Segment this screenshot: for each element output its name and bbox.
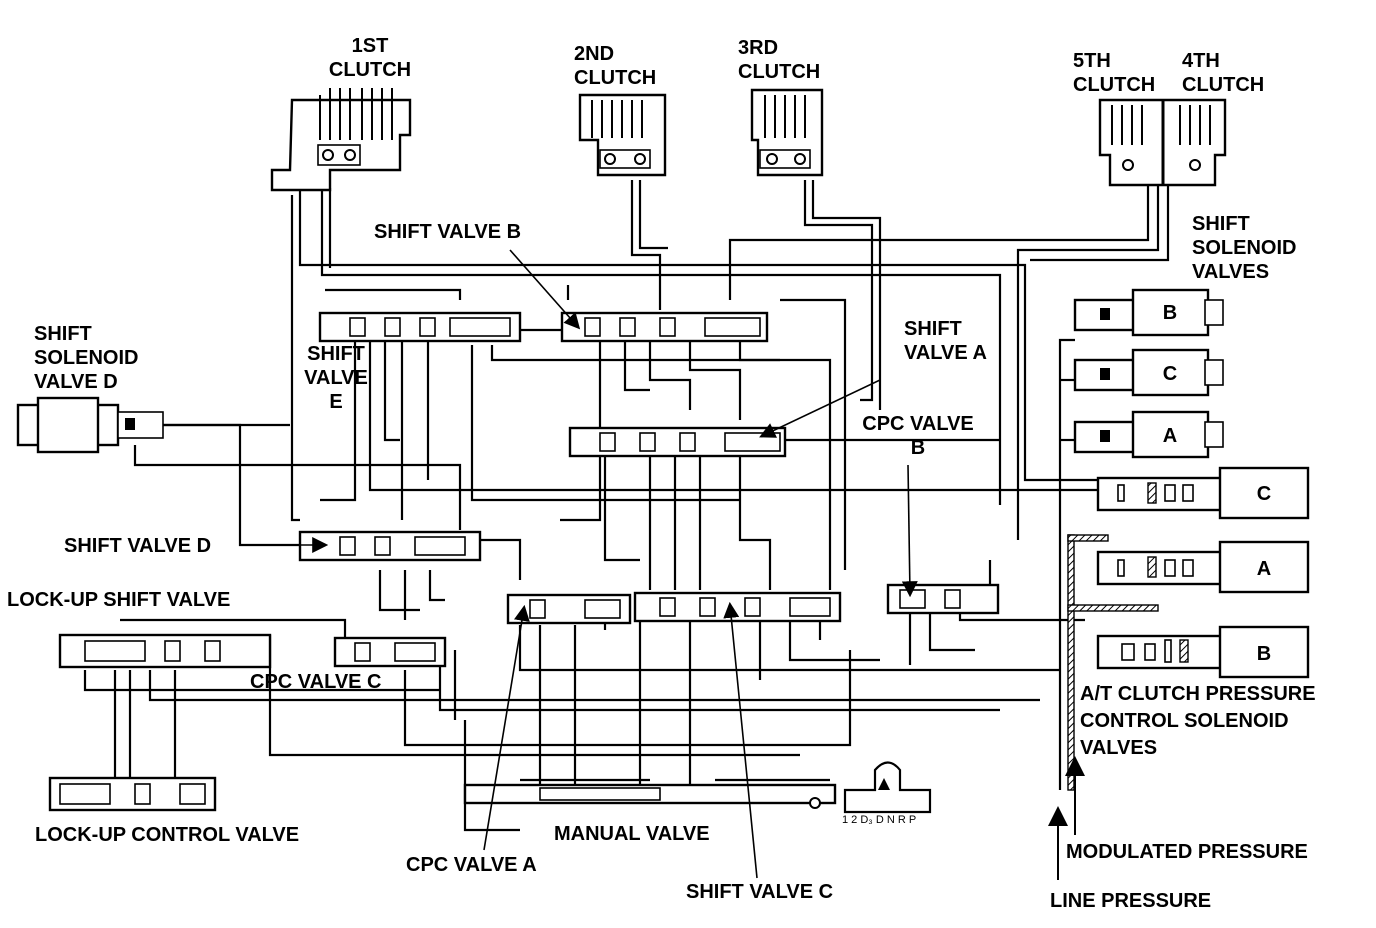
label-4th-clutch: 4TH CLUTCH [1182, 49, 1264, 97]
label-shift-valve-e-line1: SHIFT [307, 343, 365, 365]
label-modulated-pressure: MODULATED PRESSURE [1066, 841, 1308, 863]
label-2nd-clutch: 2ND CLUTCH [574, 42, 656, 90]
label-5th-clutch-line2: CLUTCH [1073, 74, 1156, 96]
label-lockup-control-valve: LOCK-UP CONTROL VALVE [35, 824, 300, 846]
shift-solenoid-a [1073, 410, 1224, 459]
pressure-solenoid-b-letter: B [1257, 643, 1271, 665]
shift-solenoid-a-letter: A [1163, 425, 1177, 447]
label-1st-clutch: 1ST CLUTCH [320, 34, 420, 82]
label-lockup-shift-valve: LOCK-UP SHIFT VALVE [7, 589, 231, 611]
fluid-passages [83, 180, 1170, 832]
shift-valve-c-body [633, 591, 842, 623]
label-shift-valve-c: SHIFT VALVE C [686, 881, 834, 903]
shift-solenoid-b-letter: B [1163, 302, 1177, 324]
label-shift-solenoid-valves: SHIFT SOLENOID VALVES [1192, 212, 1296, 284]
shift-solenoid-valve-d-body [16, 396, 164, 454]
label-at-clutch-pressure-control: A/T CLUTCH PRESSURE CONTROL SOLENOID VAL… [1080, 681, 1316, 762]
label-4th-clutch-line1: 4TH [1182, 50, 1220, 72]
label-manual-valve: MANUAL VALVE [554, 823, 710, 845]
label-shift-valve-e-line2: VALVE [304, 367, 368, 389]
label-5th-clutch-line1: 5TH [1073, 50, 1111, 72]
shift-valve-d-body [298, 530, 482, 562]
label-shift-valve-e: SHIFT VALVE E [296, 342, 376, 414]
label-shift-solenoid-valve-d-line1: SHIFT [34, 323, 92, 345]
label-shift-valve-a-line2: VALVE A [904, 342, 987, 364]
pressure-solenoid-a [1096, 540, 1310, 594]
modulated-pressure-line [1067, 534, 1159, 791]
label-shift-valve-e-line3: E [329, 391, 343, 413]
pressure-solenoid-c [1096, 466, 1310, 520]
cpc-valve-a-body [506, 593, 632, 625]
label-4th-clutch-line2: CLUTCH [1182, 74, 1265, 96]
label-1st-clutch-line2: CLUTCH [328, 59, 412, 81]
label-shift-valve-a: SHIFT VALVE A [904, 317, 987, 365]
shift-solenoid-c [1073, 348, 1224, 397]
lockup-control-valve-body [48, 776, 217, 812]
clutch-2nd [578, 93, 667, 177]
shift-solenoid-c-letter: C [1163, 363, 1177, 385]
label-shift-valve-b: SHIFT VALVE B [374, 221, 522, 243]
clutch-3rd [750, 88, 824, 177]
label-shift-solenoid-valves-line1: SHIFT [1192, 213, 1250, 235]
label-2nd-clutch-line2: CLUTCH [574, 67, 657, 89]
clutch-1st [270, 88, 412, 192]
label-shift-solenoid-valve-d: SHIFT SOLENOID VALVE D [34, 322, 138, 394]
label-cpc-valve-a: CPC VALVE A [406, 854, 537, 876]
shift-valve-e-body [318, 311, 522, 343]
label-at-clutch-pressure-line2: CONTROL SOLENOID [1080, 710, 1289, 732]
label-shift-solenoid-valves-line2: SOLENOID [1192, 237, 1297, 259]
shift-position-detent [843, 761, 932, 814]
label-shift-solenoid-valve-d-line3: VALVE D [34, 371, 118, 393]
shift-solenoid-b [1073, 288, 1224, 337]
leader-arrows [240, 249, 1085, 880]
label-at-clutch-pressure-line1: A/T CLUTCH PRESSURE [1080, 683, 1316, 705]
clutch-5th-4th [1098, 98, 1227, 187]
shift-valve-b-body [560, 311, 769, 343]
label-1st-clutch-line1: 1ST [351, 35, 389, 57]
label-line-pressure: LINE PRESSURE [1050, 890, 1212, 912]
label-at-clutch-pressure-line3: VALVES [1080, 737, 1158, 759]
pressure-solenoid-b [1096, 625, 1310, 679]
label-5th-clutch: 5TH CLUTCH [1073, 49, 1155, 97]
label-shift-solenoid-valves-line3: VALVES [1192, 261, 1270, 283]
label-3rd-clutch: 3RD CLUTCH [738, 36, 820, 84]
label-cpc-valve-b-line1: CPC VALVE [862, 413, 974, 435]
label-cpc-valve-b: CPC VALVE B [846, 412, 990, 460]
label-shift-solenoid-valve-d-line2: SOLENOID [34, 347, 139, 369]
lockup-shift-valve-body [58, 633, 272, 669]
label-3rd-clutch-line1: 3RD [738, 37, 779, 59]
cpc-valve-c-body [333, 636, 447, 668]
pressure-solenoid-a-letter: A [1257, 558, 1271, 580]
label-cpc-valve-c: CPC VALVE C [250, 671, 382, 693]
shift-valve-a-body [568, 426, 787, 458]
shift-positions-label: 1 2 D₃ D N R P [842, 814, 916, 826]
pressure-solenoid-c-letter: C [1257, 483, 1271, 505]
label-shift-valve-d: SHIFT VALVE D [64, 535, 212, 557]
label-3rd-clutch-line2: CLUTCH [738, 61, 821, 83]
label-cpc-valve-b-line2: B [910, 437, 926, 459]
label-shift-valve-a-line1: SHIFT [904, 318, 962, 340]
manual-valve-body [463, 783, 837, 809]
cpc-valve-b-body [886, 583, 1000, 615]
label-2nd-clutch-line1: 2ND [574, 43, 615, 65]
